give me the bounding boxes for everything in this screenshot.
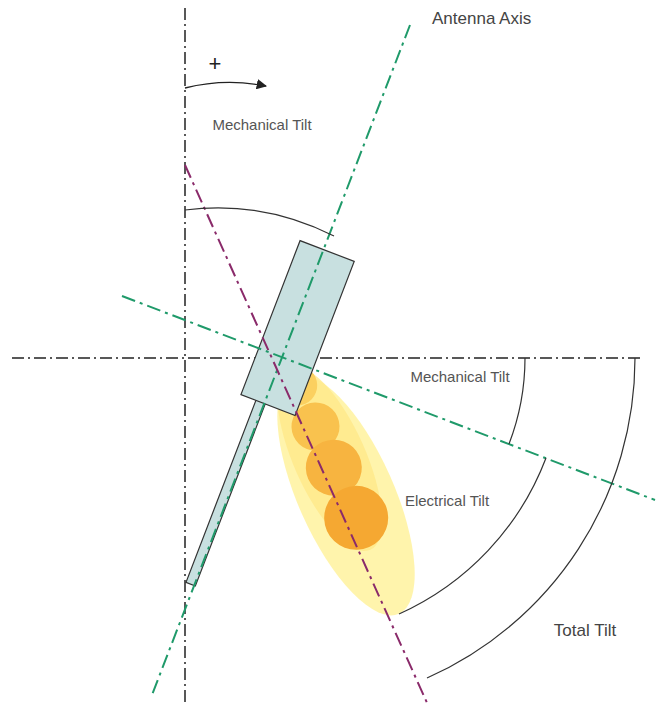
vertical-reference [184, 8, 186, 702]
mechanical-tilt-arc-top [185, 208, 334, 236]
angle-label: Mechanical Tilt [212, 116, 312, 135]
angle-label: Mechanical Tilt [400, 368, 520, 387]
mechanical-tilt-arc [509, 358, 525, 444]
antenna-axis-line [152, 25, 410, 695]
direction-arrow [185, 82, 266, 88]
electrical-tilt-arc [399, 458, 546, 614]
antenna-perpendicular [122, 296, 655, 500]
direction-sign: + [203, 50, 227, 78]
horizontal-reference [12, 357, 642, 359]
axis-label: Antenna Axis [432, 8, 562, 29]
angle-label: Total Tilt [520, 620, 650, 641]
antenna [171, 241, 354, 598]
angle-label: Electrical Tilt [392, 492, 502, 511]
beam-direction-line [185, 165, 428, 705]
